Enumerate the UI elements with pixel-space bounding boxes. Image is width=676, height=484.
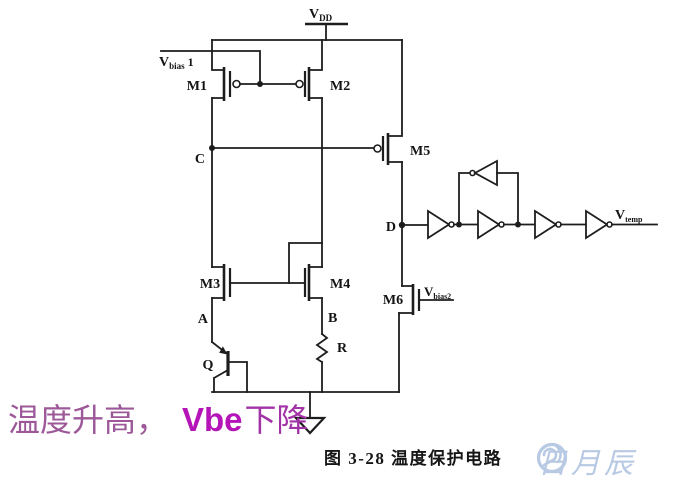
label-vbias2: Vbias2 [424,284,451,301]
wire-m3-stubs [211,266,225,299]
wire-m6-stubs [398,285,414,314]
label-m6: M6 [383,293,403,308]
q-collector [212,368,230,393]
label-node-d: D [386,220,396,235]
figure-caption: 图 3-28 温度保护电路 [324,449,503,468]
label-m1: M1 [187,79,207,94]
label-m5: M5 [410,144,430,159]
transistor-m2 [295,39,323,101]
wire-m2-stubs [308,39,323,99]
feedback-inverter [473,159,498,187]
inverter-chain [401,159,658,240]
inverter-4 [585,209,609,240]
m5-gate-bubble [373,144,382,153]
annotation-trail: 下降 [244,402,309,438]
label-vdd: VDD [309,7,333,23]
junction-dot-latch-right [515,221,521,228]
transistor-m6 [398,284,454,393]
annotation-lead: 温度升高， [8,402,169,438]
watermark-text: 日月辰 [538,448,638,480]
inverter-1 [427,209,451,240]
transistor-m1 [211,39,241,101]
label-m3: M3 [200,277,220,292]
q-base-tie [227,361,248,393]
label-resistor-r: R [337,341,348,356]
wire-m5-stubs [387,39,403,163]
label-vbias1: Vbias 1 [159,55,194,71]
annotation-text: 温度升高， Vbe下降 [8,401,309,439]
label-node-c: C [195,152,205,167]
ground-icon [293,391,327,435]
label-node-b: B [328,311,337,326]
watermark-logo-icon [536,442,568,474]
m1-gate-bubble [232,79,241,89]
annotation-emphasis: Vbe [182,401,243,438]
wire-feedback-right [496,172,519,226]
label-q: Q [203,358,214,373]
vdd-terminal [305,22,348,41]
wire-vbias1 [160,50,261,85]
q-emitter-arrow-icon [219,346,228,355]
inverter-2 [477,209,501,240]
wire-m4-stubs [308,266,323,299]
label-node-a: A [198,312,209,327]
resistor-r [315,332,329,364]
m2-gate-bubble [295,79,304,89]
transistor-m4 [288,242,323,301]
wire-m1-stubs [211,39,225,99]
wire-m4-diode-loop [288,242,323,284]
label-vtemp: Vtemp [615,208,643,224]
transistor-q [210,340,248,393]
wire-feedback-left [458,172,471,226]
transistor-m5 [373,39,403,165]
watermark: 日月辰 [534,440,637,482]
inverter-3 [534,209,558,240]
label-m4: M4 [330,277,350,292]
ground-triangle [293,416,327,435]
label-m2: M2 [330,79,350,94]
